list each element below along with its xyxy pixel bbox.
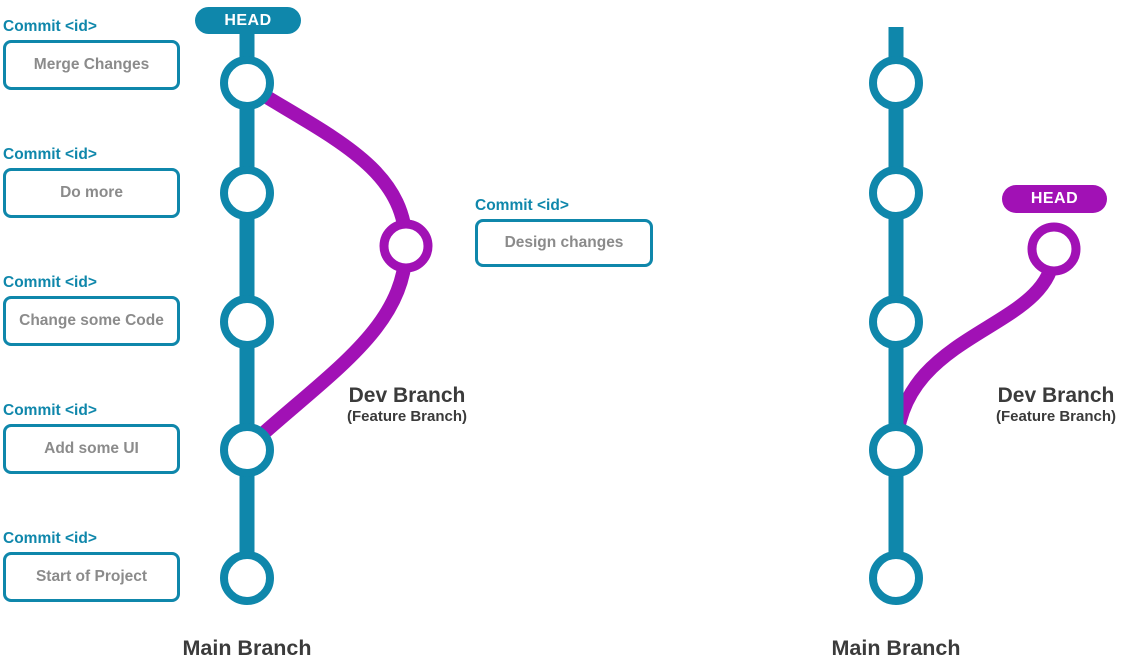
commit-id-title: Commit <id>	[3, 18, 97, 35]
commit-node-change-some-code	[220, 295, 274, 349]
commit-node-right-5	[869, 551, 923, 605]
head-badge-label: HEAD	[1030, 190, 1079, 207]
commit-id-title: Commit <id>	[3, 530, 97, 547]
commit-id-title: Commit <id>	[3, 146, 97, 163]
main-branch-label-right: Main Branch	[831, 636, 961, 660]
commit-message-box: Start of Project	[3, 552, 180, 602]
commit-id-title: Commit <id>	[3, 274, 97, 291]
commit-node-merge-changes	[220, 56, 274, 110]
commit-message: Change some Code	[19, 312, 164, 329]
commit-annotation-change-some-code: Commit <id> Change some Code	[3, 274, 180, 346]
commit-annotation-add-some-ui: Commit <id> Add some UI	[3, 402, 180, 474]
dev-branch-label-right: Dev Branch (Feature Branch)	[971, 384, 1121, 426]
commit-annotation-do-more: Commit <id> Do more	[3, 146, 180, 218]
dev-branch-label-left: Dev Branch (Feature Branch)	[322, 384, 492, 426]
commit-id-title: Commit <id>	[475, 197, 569, 214]
dev-branch-title: Dev Branch	[348, 384, 466, 407]
commit-node-add-some-ui	[220, 423, 274, 477]
commit-node-right-4	[869, 423, 923, 477]
commit-message: Start of Project	[35, 568, 148, 585]
head-badge-main: HEAD	[195, 7, 301, 34]
commit-message: Design changes	[504, 234, 624, 251]
commit-node-right-2	[869, 166, 923, 220]
commit-node-do-more	[220, 166, 274, 220]
commit-message-box: Change some Code	[3, 296, 180, 346]
commit-message-box: Do more	[3, 168, 180, 218]
dev-branch-curve-right	[889, 249, 1061, 453]
dev-head-node-right	[1027, 222, 1081, 276]
commit-message: Merge Changes	[33, 56, 150, 73]
commit-message-box: Design changes	[475, 219, 653, 267]
dev-branch-title: Dev Branch	[997, 384, 1115, 407]
commit-annotation-design-changes: Commit <id> Design changes	[475, 197, 653, 267]
dev-branch-subtitle: (Feature Branch)	[346, 408, 468, 425]
commit-id-title: Commit <id>	[3, 402, 97, 419]
main-branch-label-left: Main Branch	[182, 636, 312, 660]
head-badge-dev: HEAD	[1002, 185, 1107, 213]
commit-message-box: Merge Changes	[3, 40, 180, 90]
commit-message-box: Add some UI	[3, 424, 180, 474]
commit-node-right-1	[869, 56, 923, 110]
commit-message: Do more	[60, 184, 123, 201]
dev-branch-subtitle: (Feature Branch)	[995, 408, 1117, 425]
commit-node-right-3	[869, 295, 923, 349]
commit-annotation-start-of-project: Commit <id> Start of Project	[3, 530, 180, 602]
commit-node-start-of-project	[220, 551, 274, 605]
commit-annotation-merge-changes: Commit <id> Merge Changes	[3, 18, 180, 90]
commit-message: Add some UI	[44, 440, 139, 457]
head-badge-label: HEAD	[224, 11, 272, 29]
commit-node-design-changes	[379, 219, 433, 273]
